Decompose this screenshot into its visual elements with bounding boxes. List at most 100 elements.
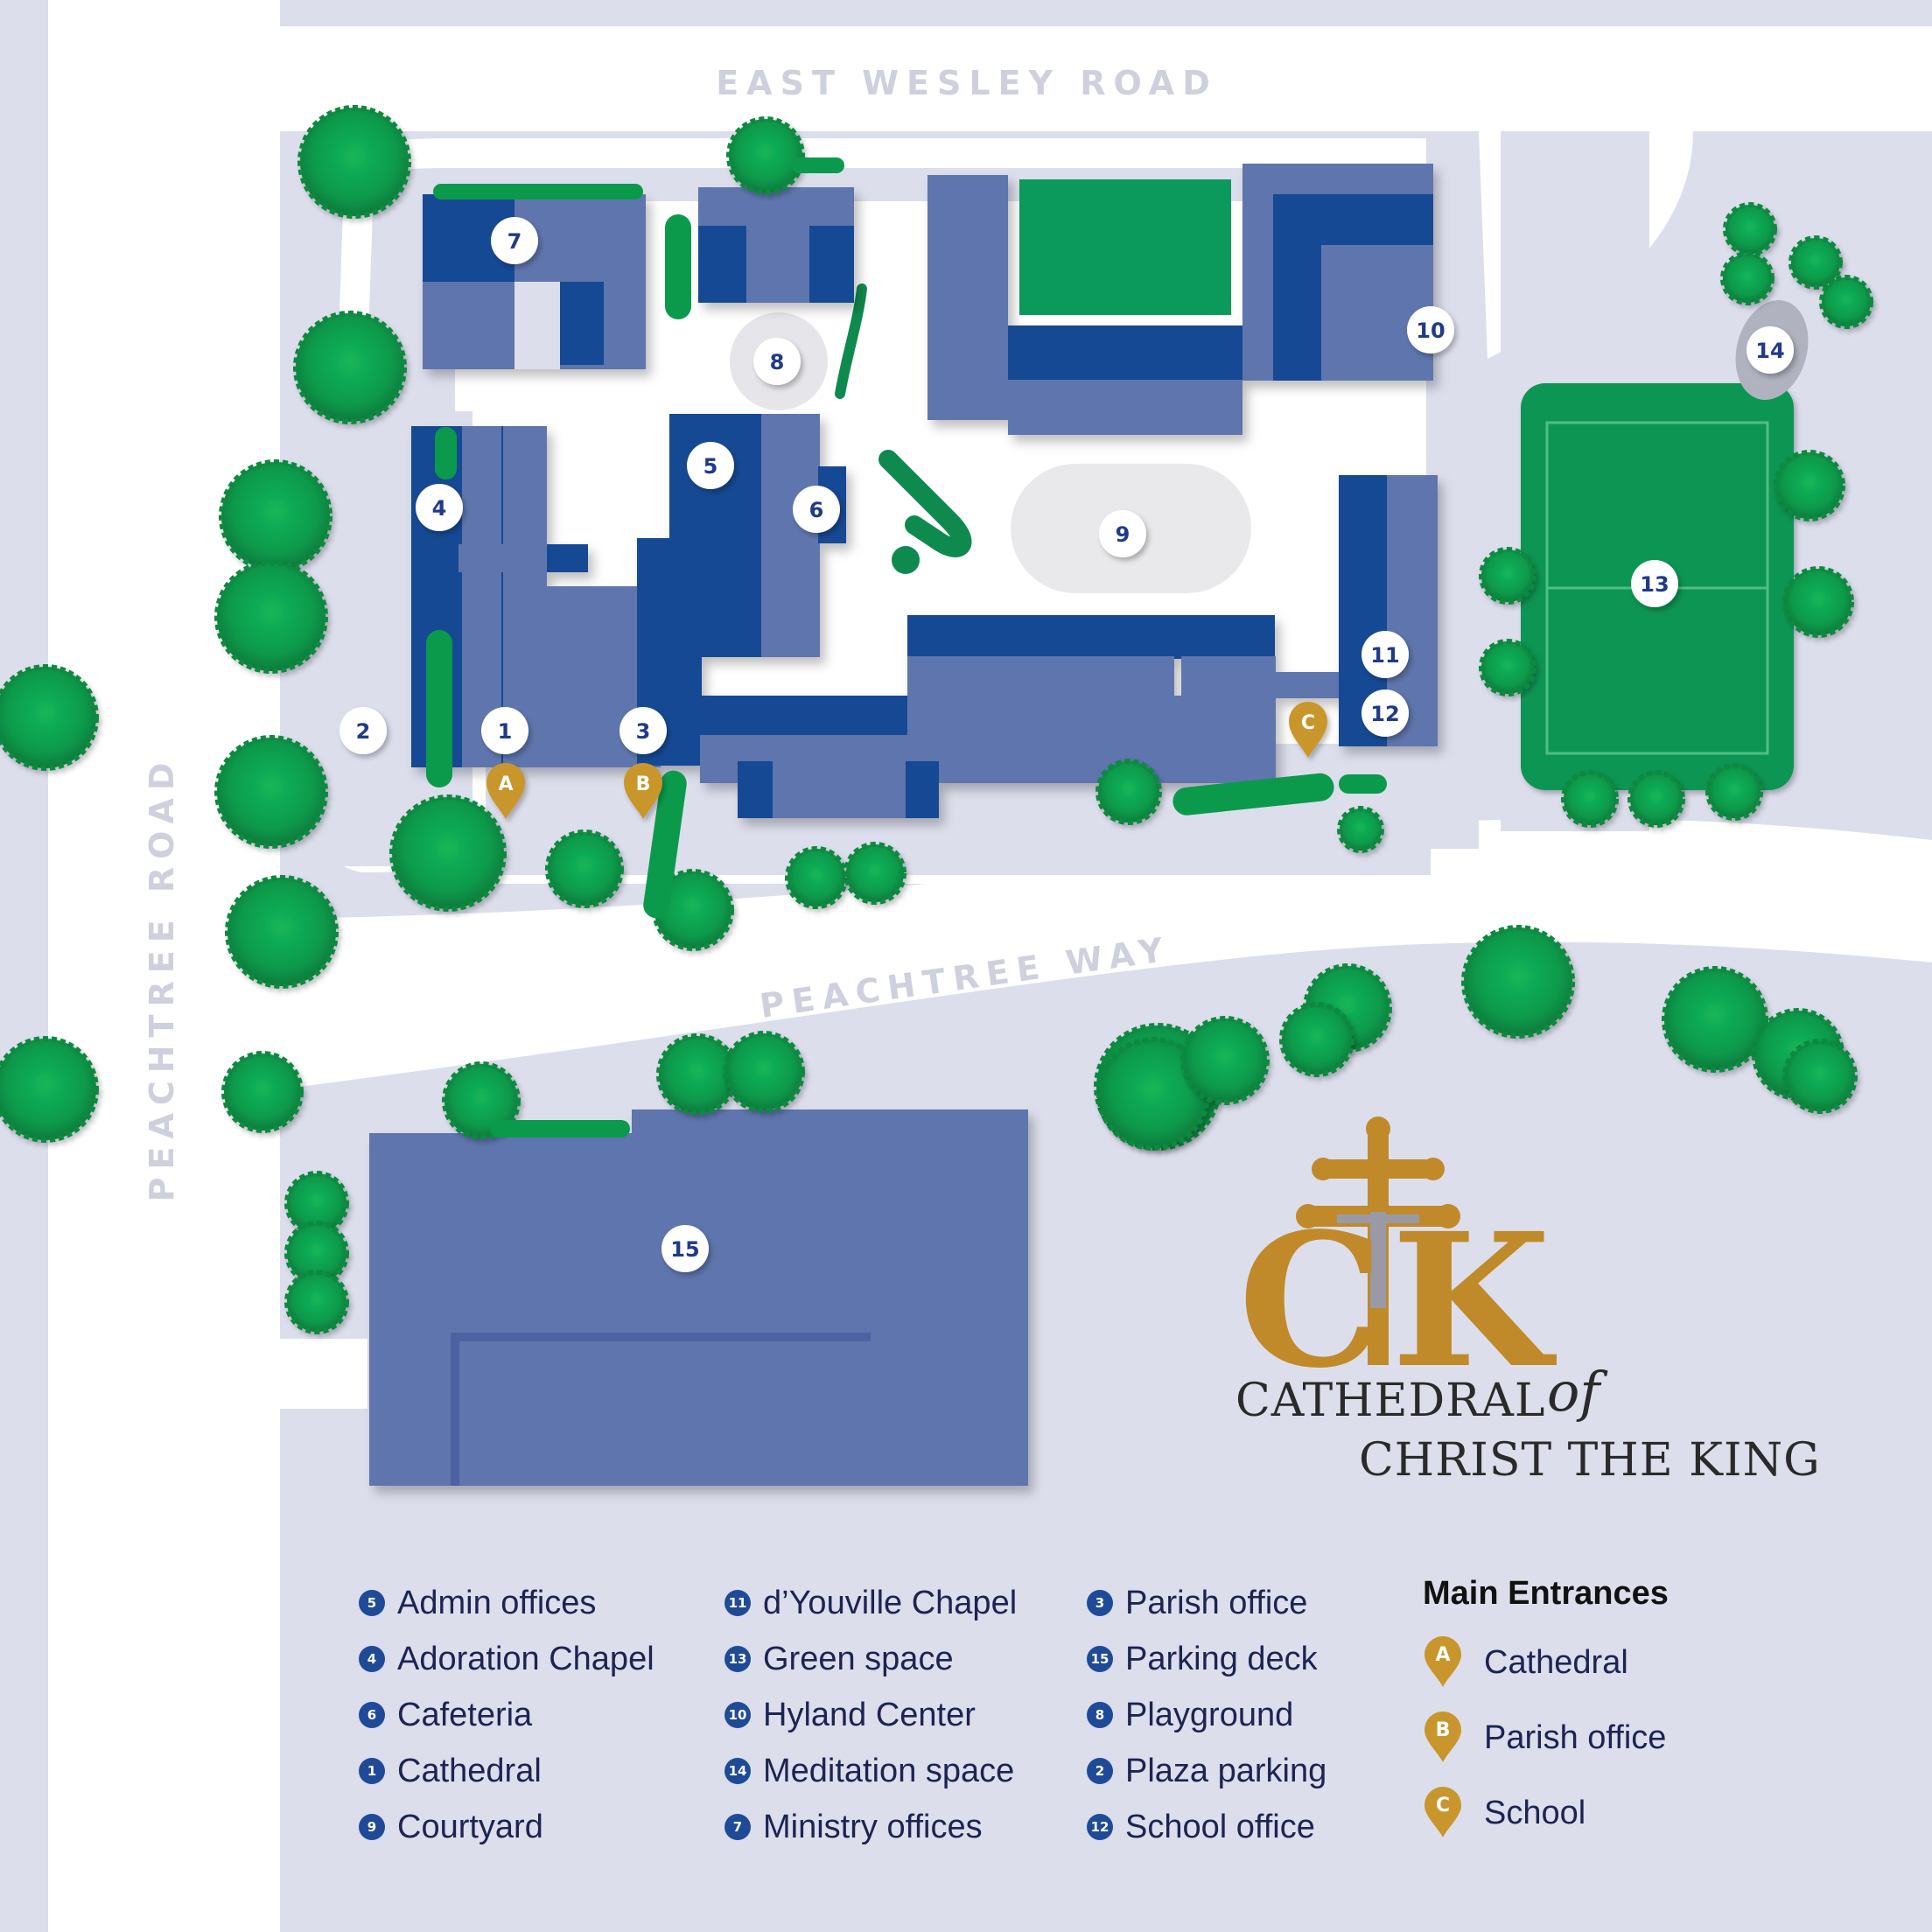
marker-8[interactable]: 8 xyxy=(753,338,801,385)
entrance-legend-label: School xyxy=(1484,1794,1586,1831)
buildings xyxy=(369,164,1438,1486)
tree-40 xyxy=(1479,639,1536,696)
marker-circle-13 xyxy=(1631,560,1678,607)
legend-label: d’Youville Chapel xyxy=(763,1584,1018,1621)
logo-of: of xyxy=(1547,1360,1608,1424)
marker-12[interactable]: 12 xyxy=(1362,690,1409,737)
legend-number-badge: 11 xyxy=(724,1590,751,1616)
marker-14[interactable]: 14 xyxy=(1746,326,1794,374)
marker-1[interactable]: 1 xyxy=(481,707,528,754)
marker-6[interactable]: 6 xyxy=(793,486,840,533)
marker-number-5: 5 xyxy=(704,454,718,479)
legend-item: 4 Adoration Chapel xyxy=(359,1631,654,1687)
tree-32 xyxy=(284,1270,349,1334)
legend-number-badge: 2 xyxy=(1087,1758,1113,1784)
marker-circle-15 xyxy=(662,1225,709,1272)
entrance-pin-icon: A xyxy=(1424,1636,1461,1687)
marker-circle-12 xyxy=(1362,690,1409,737)
tree-26 xyxy=(1461,925,1575,1039)
entrance-letter-b: B xyxy=(636,774,651,795)
legend-number-badge: 6 xyxy=(359,1702,385,1728)
marker-circle-10 xyxy=(1407,306,1454,354)
tree-37 xyxy=(1774,450,1845,522)
legend-number-badge: 13 xyxy=(724,1646,751,1672)
legend-item: 2 Plaza parking xyxy=(1087,1743,1326,1799)
marker-circle-6 xyxy=(793,486,840,533)
legend-label: Parking deck xyxy=(1125,1640,1318,1677)
east-wesley-road xyxy=(280,26,1932,131)
marker-circle-3 xyxy=(620,707,667,754)
marker-2[interactable]: 2 xyxy=(340,707,387,754)
entrance-pin-icon xyxy=(624,763,662,819)
tree-20 xyxy=(1337,806,1384,853)
tree-17 xyxy=(844,842,906,905)
marker-number-12: 12 xyxy=(1370,702,1399,726)
entrance-letter-c: C xyxy=(1301,712,1315,734)
marker-number-9: 9 xyxy=(1116,522,1130,547)
legend-label: Plaza parking xyxy=(1125,1752,1327,1789)
legend-label: Parish office xyxy=(1125,1584,1308,1621)
legend-label: Adoration Chapel xyxy=(397,1640,654,1677)
tree-1 xyxy=(298,105,411,219)
tree-8 xyxy=(225,875,339,989)
legend-number-badge: 4 xyxy=(359,1646,385,1672)
marker-number-1: 1 xyxy=(498,719,513,744)
marker-3[interactable]: 3 xyxy=(620,707,667,754)
marker-15[interactable]: 15 xyxy=(662,1225,709,1272)
legend-label: School office xyxy=(1125,1808,1315,1845)
entrance-c[interactable]: C xyxy=(1289,702,1327,758)
tree-13 xyxy=(723,1031,805,1113)
entrance-b[interactable]: B xyxy=(624,763,662,819)
marker-number-3: 3 xyxy=(636,719,651,744)
tree-18 xyxy=(726,116,805,195)
marker-9[interactable]: 9 xyxy=(1099,510,1146,557)
entrance-pin-icon xyxy=(1289,702,1327,758)
marker-10[interactable]: 10 xyxy=(1407,306,1454,354)
tree-25 xyxy=(1279,1002,1354,1077)
tree-15 xyxy=(652,869,734,951)
logo-monogram-k: K xyxy=(1391,1193,1557,1409)
tree-35 xyxy=(1788,235,1843,290)
marker-circle-1 xyxy=(481,707,528,754)
marker-13[interactable]: 13 xyxy=(1631,560,1678,607)
marker-11[interactable]: 11 xyxy=(1362,631,1409,678)
legend-number-badge: 3 xyxy=(1087,1590,1113,1616)
crucifix-icon xyxy=(1296,1116,1460,1365)
legend-number-badge: 8 xyxy=(1087,1702,1113,1728)
marker-circle-7 xyxy=(491,217,538,264)
svg-text:A: A xyxy=(1435,1644,1450,1666)
tree-27 xyxy=(1662,966,1768,1073)
tree-10 xyxy=(221,1051,304,1133)
marker-circle-14 xyxy=(1746,326,1794,374)
marker-5[interactable]: 5 xyxy=(687,442,734,489)
parking-deck xyxy=(369,1110,1028,1486)
tree-9 xyxy=(0,1036,99,1143)
marker-7[interactable]: 7 xyxy=(491,217,538,264)
legend-item: 11 d’Youville Chapel xyxy=(724,1575,1017,1631)
courtyard-lawn xyxy=(1019,179,1231,315)
marker-circle-11 xyxy=(1362,631,1409,678)
legend-label: Cafeteria xyxy=(397,1696,533,1733)
legend-label: Admin offices xyxy=(397,1584,597,1621)
tree-14 xyxy=(545,830,624,908)
ctk-logo: C K CATHEDRAL of CHRIST THE KING xyxy=(1236,1116,1821,1487)
marker-number-4: 4 xyxy=(432,496,447,521)
legend-label: Ministry offices xyxy=(763,1808,983,1845)
entrance-a[interactable]: A xyxy=(486,763,525,819)
tree-29 xyxy=(1782,1039,1858,1114)
entrances-title: Main Entrances xyxy=(1423,1575,1669,1612)
logo-line2: CHRIST THE KING xyxy=(1359,1434,1821,1487)
marker-4[interactable]: 4 xyxy=(416,484,463,531)
tree-4 xyxy=(214,560,328,674)
tree-42 xyxy=(1628,770,1685,828)
entrance-legend-label: Cathedral xyxy=(1484,1643,1628,1681)
